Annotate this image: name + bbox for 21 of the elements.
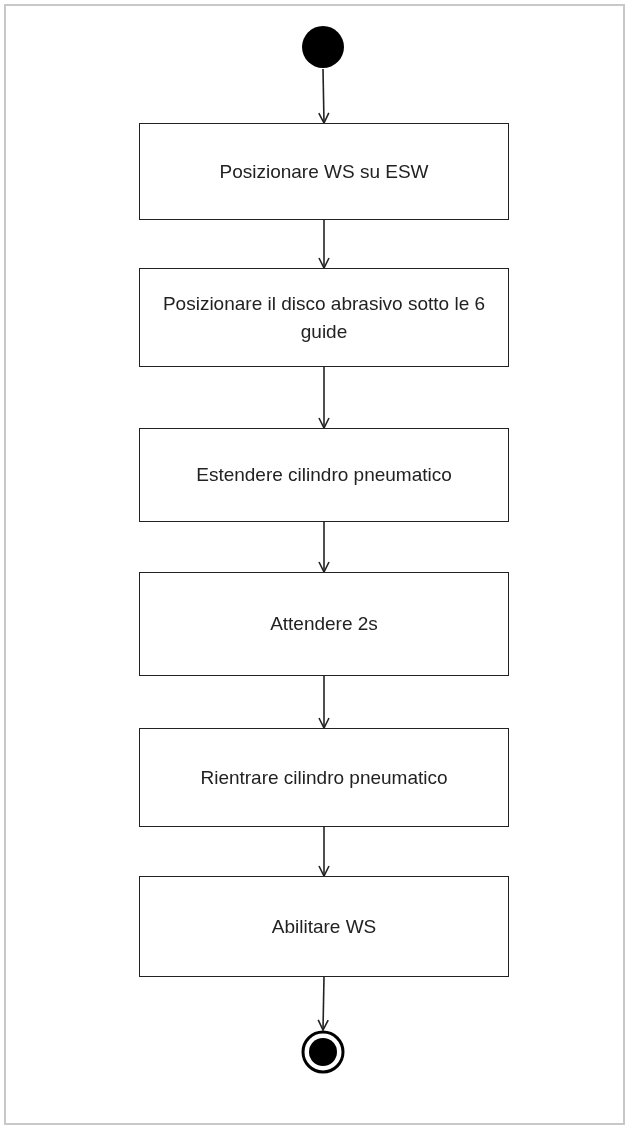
action-label: Abilitare WS — [270, 914, 378, 939]
action-label: Attendere 2s — [269, 612, 379, 637]
arrow — [318, 366, 330, 429]
arrow — [318, 521, 330, 573]
arrow — [318, 826, 330, 877]
arrow — [317, 976, 329, 1031]
start-node — [301, 25, 345, 69]
action-box — [139, 572, 509, 676]
action-box — [139, 428, 509, 522]
action-box — [139, 268, 509, 367]
action-box — [139, 728, 509, 827]
action-box — [139, 123, 509, 220]
arrow — [318, 675, 330, 729]
action-label: Posizionare WS su ESW — [218, 159, 430, 184]
action-label: Estendere cilindro pneumatico — [195, 463, 453, 488]
action-label: Posizionare il disco abrasivo sotto le 6 guide — [161, 291, 487, 344]
arrow — [318, 219, 330, 269]
action-box — [139, 876, 509, 977]
action-label: Rientrare cilindro pneumatico — [199, 765, 449, 790]
end-node — [301, 1030, 345, 1074]
arrow — [318, 68, 330, 124]
